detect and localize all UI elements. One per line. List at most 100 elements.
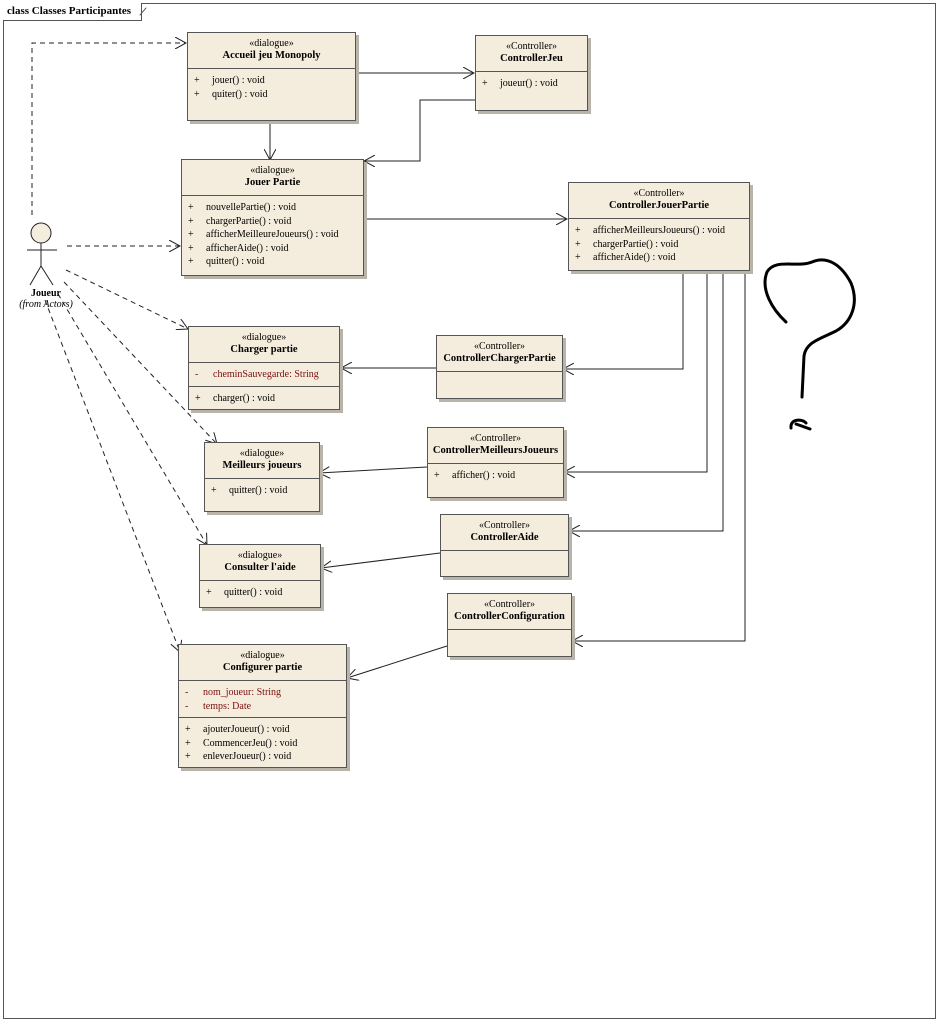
operation-row: + quiter() : void: [194, 88, 349, 102]
actor-dependencies: [31, 43, 217, 652]
member-text: afficher() : void: [452, 470, 516, 481]
visibility-marker: +: [575, 252, 581, 263]
class-controller-configuration[interactable]: «Controller»ControllerConfiguration: [447, 593, 572, 657]
handwritten-question-mark: [763, 258, 856, 431]
attribute-row: - temps: Date: [185, 700, 340, 714]
class-name: ControllerChargerPartie: [443, 353, 556, 364]
member-text: enleverJoueur() : void: [203, 751, 292, 762]
stereotype-label: «dialogue»: [250, 165, 295, 176]
class-meilleurs-joueurs[interactable]: «dialogue»Meilleurs joueurs +quitter() :…: [204, 442, 320, 512]
member-text: chargerPartie() : void: [593, 238, 679, 250]
stereotype-label: «dialogue»: [241, 332, 287, 343]
visibility-marker: +: [194, 75, 200, 86]
visibility-marker: +: [188, 215, 194, 227]
member-text: afficherAide() : void: [206, 242, 289, 254]
stereotype-label: «dialogue»: [249, 38, 294, 49]
empty-compartment: [448, 630, 571, 652]
empty-compartment: [441, 551, 568, 573]
visibility-marker: +: [482, 78, 488, 89]
operations-compartment: +quitter() : void: [200, 581, 320, 604]
empty-compartment: [437, 372, 562, 394]
operation-row: + jouer() : void: [194, 74, 349, 88]
class-controller-aide[interactable]: «Controller»ControllerAide: [440, 514, 569, 577]
operations-compartment: + jouer() : void + quiter() : void: [188, 69, 355, 105]
operations-compartment: +charger() : void: [189, 387, 339, 410]
class-name: ControllerJouerPartie: [608, 200, 710, 211]
visibility-marker: +: [211, 485, 217, 496]
operation-row: +afficherMeilleureJoueurs() : void: [188, 228, 357, 242]
stereotype-label: «Controller»: [483, 599, 536, 610]
operation-row: + chargerPartie() : void: [575, 238, 743, 252]
class-controller-charger-partie[interactable]: «Controller»ControllerChargerPartie: [436, 335, 563, 399]
class-name: Consulter l'aide: [224, 562, 296, 573]
member-text: jouer() : void: [212, 75, 265, 86]
operation-row: + quitter() : void: [211, 484, 313, 498]
stereotype-label: «Controller»: [478, 520, 531, 531]
member-text: afficherAide() : void: [593, 252, 676, 263]
class-name: ControllerConfiguration: [454, 611, 565, 622]
visibility-marker: +: [185, 724, 191, 735]
operation-row: + chargerPartie() : void: [188, 215, 357, 229]
diagram-frame-title: class Classes Participantes: [3, 3, 143, 21]
actor-figure: [27, 222, 57, 286]
class-name: ControllerMeilleursJoueurs: [432, 445, 559, 456]
class-consulter-aide[interactable]: «dialogue»Consulter l'aide +quitter() : …: [199, 544, 321, 608]
class-jouer-partie[interactable]: «dialogue»Jouer Partie +nouvellePartie()…: [181, 159, 364, 276]
operation-row: +nouvellePartie() : void: [188, 201, 357, 215]
operation-row: +CommencerJeu() : void: [185, 737, 340, 751]
operation-row: + afficherAide() : void: [188, 242, 357, 256]
class-controller-meilleurs-joueurs[interactable]: «Controller»ControllerMeilleursJoueurs +…: [427, 427, 564, 498]
visibility-marker: +: [194, 88, 200, 100]
member-text: quitter() : void: [229, 485, 288, 496]
operation-row: + afficher() : void: [434, 469, 557, 483]
visibility-marker: +: [575, 238, 581, 250]
operations-compartment: + joueur() : void: [476, 72, 587, 95]
class-configurer-partie[interactable]: «dialogue»Configurer partie - nom_joueur:…: [178, 644, 347, 768]
operation-row: +enleverJoueur() : void: [185, 750, 340, 764]
member-text: quitter() : void: [206, 256, 265, 267]
operation-row: + ajouterJoueur() : void: [185, 723, 340, 737]
operations-compartment: + ajouterJoueur() : void +CommencerJeu() …: [179, 718, 346, 768]
class-controller-jeu[interactable]: «Controller»ControllerJeu +joueur() : vo…: [475, 35, 588, 111]
visibility-marker: +: [434, 470, 440, 481]
visibility-marker: +: [188, 229, 194, 240]
class-name: Charger partie: [230, 344, 298, 355]
member-text: nouvellePartie() : void: [206, 202, 296, 213]
member-text: nom_joueur: String: [203, 687, 282, 698]
operation-row: + joueur() : void: [482, 77, 581, 91]
class-name: Meilleurs joueurs: [222, 460, 302, 471]
member-text: ajouterJoueur() : void: [203, 724, 290, 735]
class-name: Jouer Partie: [244, 177, 301, 188]
visibility-marker: +: [575, 225, 581, 236]
class-name: Configurer partie: [222, 662, 303, 673]
member-text: charger() : void: [213, 392, 276, 404]
member-text: quitter() : void: [224, 587, 283, 598]
class-accueil-jeu-monopoly[interactable]: «dialogue»Accueil jeu Monopoly +jouer() …: [187, 32, 356, 121]
visibility-marker: -: [185, 687, 189, 698]
stereotype-label: «dialogue»: [240, 650, 285, 661]
stereotype-label: «Controller»: [469, 433, 522, 444]
member-text: joueur() : void: [500, 78, 558, 89]
operation-row: + afficherMeilleursJoueurs() : void: [575, 224, 743, 238]
member-text: quiter() : void: [212, 88, 268, 100]
visibility-marker: +: [188, 256, 194, 267]
visibility-marker: -: [185, 700, 189, 712]
attribute-row: -cheminSauvegarde: String: [195, 368, 333, 382]
attribute-row: - nom_joueur: String: [185, 686, 340, 700]
member-text: chargerPartie() : void: [206, 215, 292, 227]
class-charger-partie[interactable]: «dialogue»Charger partie -cheminSauvegar…: [188, 326, 340, 410]
class-controller-jouer-partie[interactable]: «Controller»ControllerJouerPartie + affic…: [568, 182, 750, 271]
diagram-frame: [3, 3, 936, 1019]
attributes-compartment: -cheminSauvegarde: String: [189, 363, 339, 387]
actor-label: Joueur (from Actors): [6, 288, 86, 310]
member-text: temps: Date: [203, 700, 252, 712]
stereotype-label: «Controller»: [633, 188, 685, 199]
actor-origin: (from Actors): [19, 299, 73, 310]
attributes-compartment: - nom_joueur: String - temps: Date: [179, 681, 346, 718]
operations-compartment: + quitter() : void: [205, 479, 319, 502]
associations: [270, 73, 746, 678]
actor-name: Joueur: [31, 288, 61, 299]
member-text: afficherMeilleursJoueurs() : void: [593, 225, 725, 236]
visibility-marker: +: [188, 242, 194, 254]
